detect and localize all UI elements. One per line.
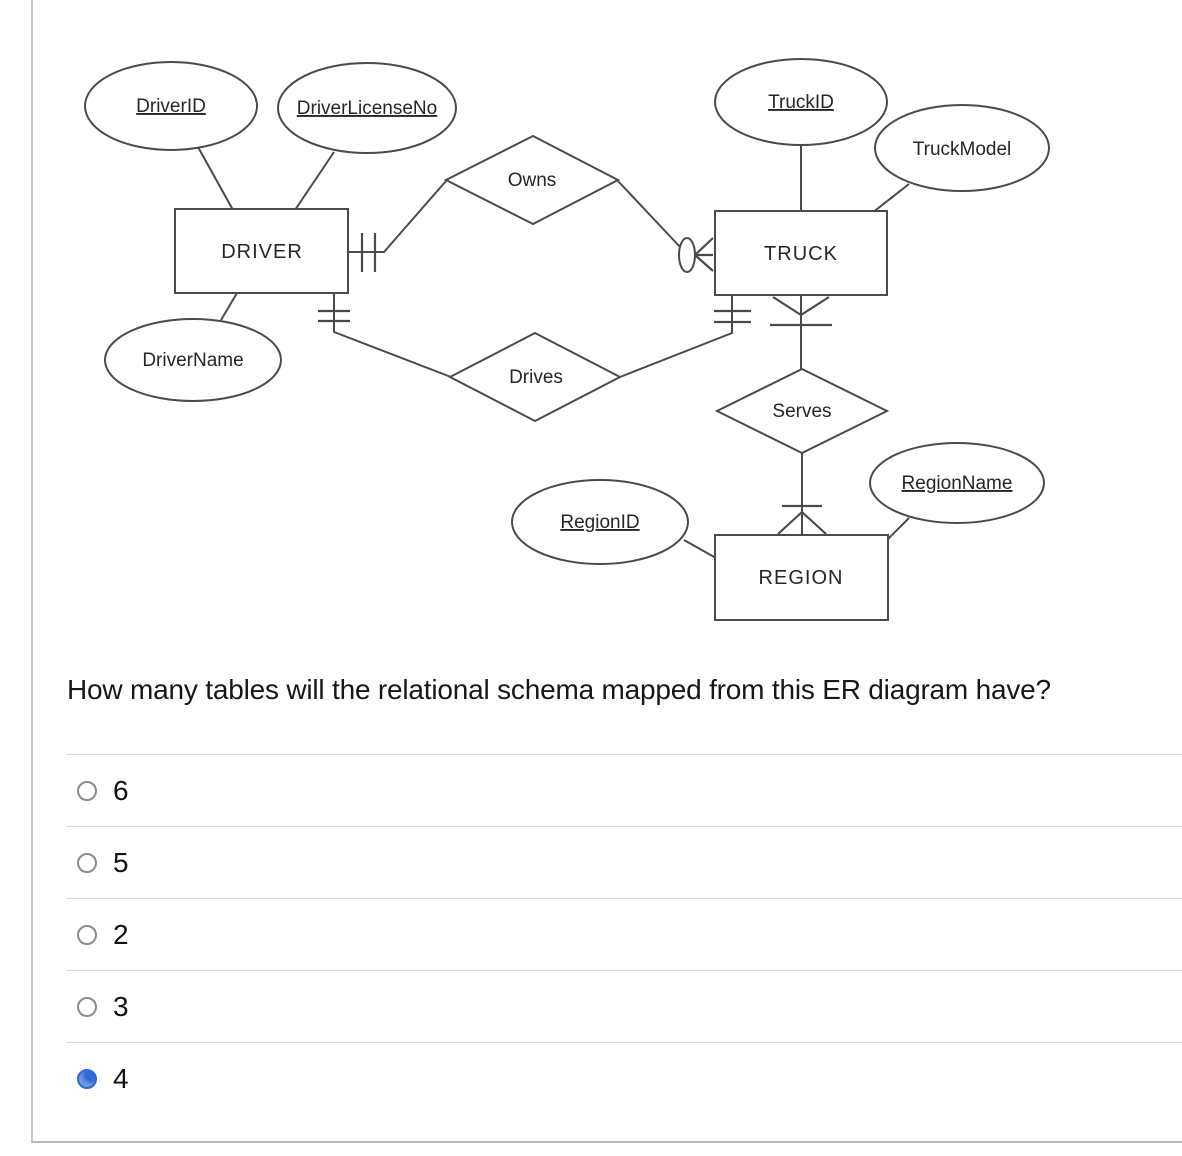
relationship-connectors [333, 180, 803, 536]
cardinality-truck-serves-many [770, 296, 832, 327]
owns-relationship [443, 134, 621, 226]
cardinality-truck-drives [714, 309, 751, 324]
question-text: How many tables will the relational sche… [67, 674, 1051, 705]
radio-button[interactable] [77, 924, 97, 945]
answer-options: 6 5 2 3 4 [66, 754, 1182, 1114]
truck-label: TRUCK [764, 243, 838, 265]
option-row-3[interactable]: 3 [66, 970, 1182, 1042]
truckmodel-attribute [874, 104, 1050, 192]
owns-label: Owns [508, 170, 557, 191]
cardinality-truck-owns-zero-many [678, 237, 714, 273]
cardinality-driver-owns [360, 233, 377, 272]
truckid-label: TruckID [768, 92, 834, 113]
drives-relationship [447, 331, 623, 423]
option-row-6[interactable]: 6 [66, 754, 1182, 826]
radio-button[interactable] [77, 996, 97, 1017]
cardinality-driver-drives [318, 309, 350, 323]
truck-entity [714, 210, 888, 296]
driverid-label: DriverID [136, 96, 206, 117]
driverlicenseno-attribute [277, 62, 457, 154]
truckid-attribute [714, 58, 888, 146]
driver-label: DRIVER [221, 241, 303, 263]
serves-relationship [714, 367, 890, 455]
option-label: 3 [113, 990, 129, 1022]
option-row-5[interactable]: 5 [66, 826, 1182, 898]
regionid-label: RegionID [560, 512, 639, 533]
drivername-label: DriverName [142, 350, 243, 371]
drivername-attribute [104, 318, 282, 402]
option-row-4[interactable]: 4 [66, 1042, 1182, 1114]
driverlicenseno-label: DriverLicenseNo [297, 98, 437, 119]
region-entity [714, 534, 889, 621]
regionname-attribute [869, 442, 1045, 524]
option-label: 5 [113, 846, 129, 878]
er-diagram: DriverID DriverLicenseNo DriverName Truc… [84, 58, 1050, 621]
cardinality-region-serves-many [777, 504, 827, 535]
regionid-attribute [511, 479, 689, 565]
driverid-attribute [84, 61, 258, 151]
radio-button[interactable] [77, 852, 97, 873]
region-label: REGION [759, 567, 844, 589]
option-label: 4 [113, 1062, 129, 1094]
option-label: 6 [113, 774, 129, 806]
attribute-connectors [197, 145, 910, 559]
driver-entity [174, 208, 349, 294]
regionname-label: RegionName [902, 473, 1013, 494]
serves-label: Serves [772, 401, 831, 422]
drives-label: Drives [509, 367, 563, 388]
radio-button-selected[interactable] [77, 1068, 97, 1089]
option-row-2[interactable]: 2 [66, 898, 1182, 970]
radio-button[interactable] [77, 780, 97, 801]
truckmodel-label: TruckModel [913, 139, 1012, 160]
option-label: 2 [113, 918, 129, 950]
